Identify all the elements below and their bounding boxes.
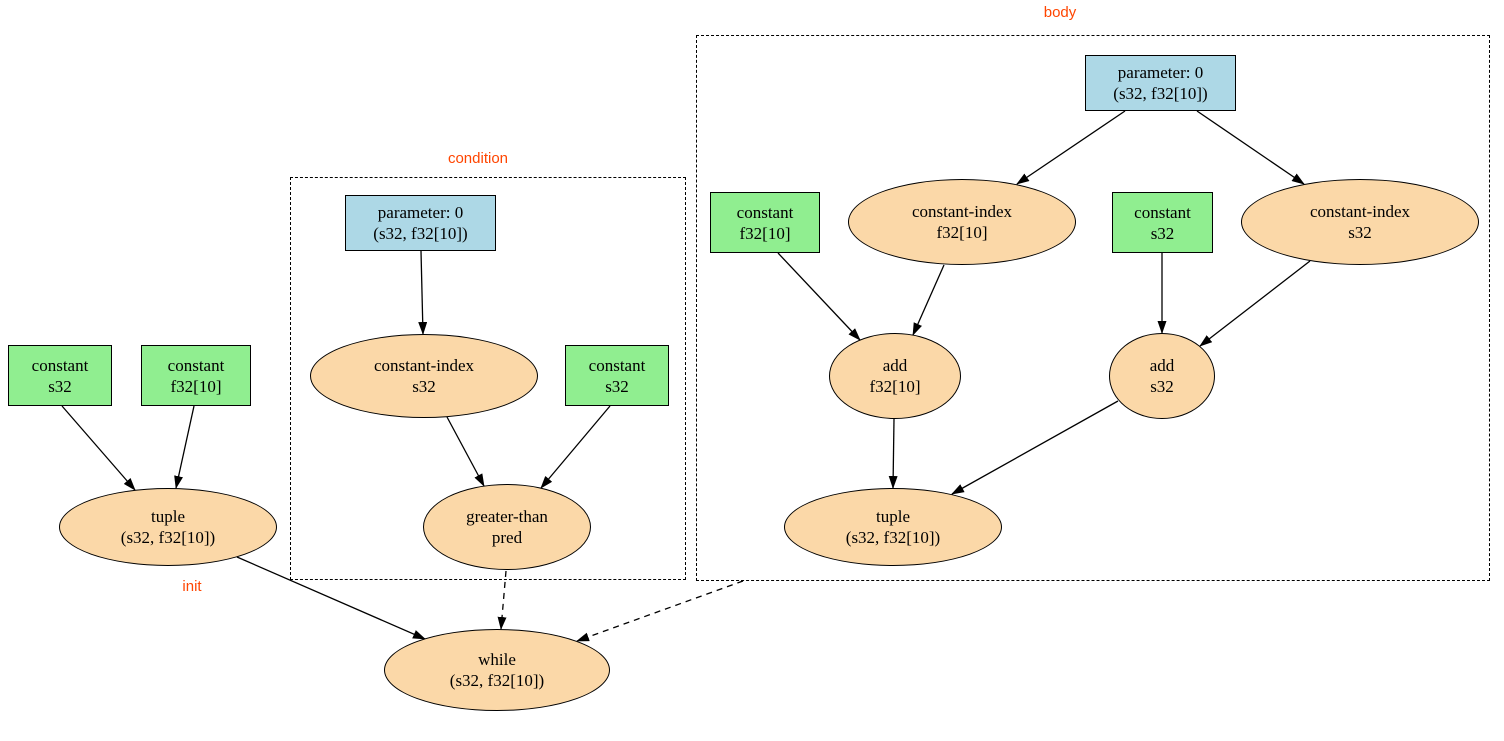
edge-body-constant-index-f32-to-add-f32 [912,264,945,336]
node-label-line: s32 [605,376,629,396]
node-body-add-f32: add f32[10] [829,333,961,419]
node-label-line: (s32, f32[10]) [1113,84,1208,103]
node-body-constant-index-f32: constant-index f32[10] [848,179,1076,265]
node-label-line: s32 [1150,377,1174,396]
edge-cond-parameter-to-constant-index [418,250,428,335]
node-label-line: s32 [1150,223,1175,243]
node-label-line: f32[10] [170,376,222,396]
node-label-line: parameter: 0 [1117,63,1204,82]
edge-init-constant-s32-to-tuple [61,405,136,491]
node-label-line: while [478,650,516,669]
node-label-line: add [1149,356,1175,375]
edge-body-parameter-to-constant-index-f32 [1016,110,1126,185]
node-init-constant-f32: constant f32[10] [141,345,251,406]
node-body-constant-index-s32: constant-index s32 [1241,179,1479,265]
node-label-line: f32[10] [936,223,988,242]
node-label-line: tuple [151,507,185,526]
edge-init-constant-f32-to-tuple [174,405,195,489]
node-body-parameter: parameter: 0 (s32, f32[10]) [1085,55,1236,111]
node-label-line: constant [31,355,89,375]
cluster-condition-label: condition [447,150,509,167]
edge-body-constant-index-s32-to-add-s32 [1199,260,1311,347]
node-label-line: f32[10] [869,377,921,396]
edge-body-add-f32-to-tuple [888,418,898,489]
node-label-line: s32 [1348,223,1372,242]
node-body-constant-f32: constant f32[10] [710,192,820,253]
node-init-tuple: tuple (s32, f32[10]) [59,488,277,566]
node-label-line: constant-index [911,202,1013,221]
node-body-tuple: tuple (s32, f32[10]) [784,488,1002,566]
edge-body-constant-f32-to-add-f32 [777,252,861,341]
node-label-line: add [882,356,908,375]
node-label-line: (s32, f32[10]) [373,224,468,243]
node-label-line: s32 [412,377,436,396]
cluster-condition [290,177,686,580]
node-label-line: greater-than [466,507,548,526]
edge-init-tuple-to-while [236,556,426,640]
node-while: while (s32, f32[10]) [384,629,610,711]
node-label-line: constant [736,202,794,222]
node-cond-constant-index-s32: constant-index s32 [310,334,538,418]
node-cond-greater-than: greater-than pred [423,484,591,570]
node-label-line: constant [167,355,225,375]
edge-body-to-while [576,580,744,642]
edge-body-add-s32-to-tuple [951,400,1119,495]
edge-body-parameter-to-constant-index-s32 [1196,110,1305,185]
node-label-line: (s32, f32[10]) [845,528,941,547]
node-body-add-s32: add s32 [1109,333,1215,419]
node-cond-constant-s32: constant s32 [565,345,669,406]
edge-cond-constant-index-to-greater-than [446,416,485,487]
node-label-line: s32 [48,376,72,396]
cluster-body [696,35,1490,581]
node-label-line: constant [588,355,646,375]
node-label-line: constant [1134,202,1191,222]
node-cond-parameter: parameter: 0 (s32, f32[10]) [345,195,496,251]
node-label-line: pred [491,528,523,547]
node-label-line: tuple [876,507,910,526]
edge-cond-constant-to-greater-than [540,405,611,489]
edge-init-label: init [182,578,202,595]
cluster-body-label: body [1043,4,1077,21]
node-body-constant-s32: constant s32 [1112,192,1213,253]
node-label-line: (s32, f32[10]) [449,671,545,690]
node-label-line: constant-index [373,356,475,375]
node-init-constant-s32: constant s32 [8,345,112,406]
node-label-line: (s32, f32[10]) [120,528,216,547]
node-label-line: constant-index [1309,202,1411,221]
node-label-line: f32[10] [739,223,791,243]
node-label-line: parameter: 0 [377,203,464,222]
edge-condition-to-while [497,570,507,630]
